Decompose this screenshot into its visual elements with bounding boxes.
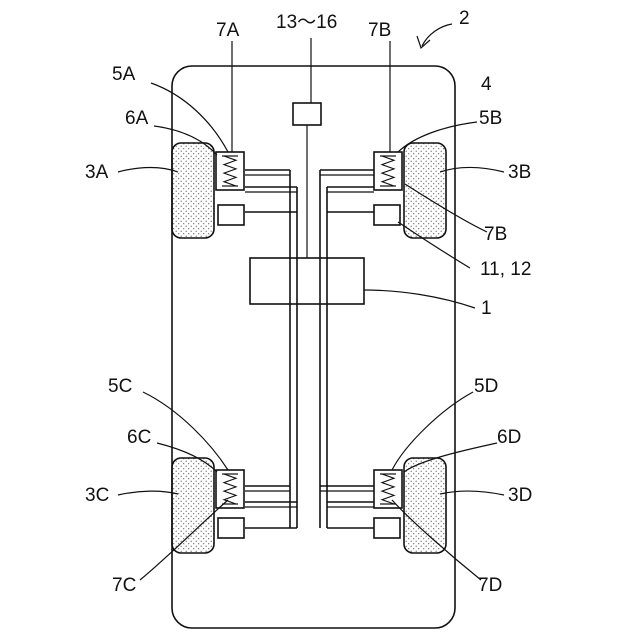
label-sensors: 13～16 — [276, 12, 337, 33]
label-damper-rl: 6C — [127, 427, 151, 448]
wheel-rear-right — [404, 458, 446, 553]
hydraulic-lines — [290, 170, 327, 528]
label-suspension-fr: 5B — [479, 108, 502, 129]
label-spring-rl: 7C — [112, 575, 136, 596]
sensor-box — [293, 103, 321, 125]
label-wheel-fr: 3B — [508, 162, 531, 183]
label-wheel-rr: 3D — [508, 485, 532, 506]
wheel-front-right — [404, 143, 446, 238]
label-wheel-fl: 3A — [85, 162, 109, 183]
label-spring-fl: 7A — [216, 20, 240, 41]
label-damper-rr: 6D — [497, 427, 521, 448]
label-spring-rr: 7D — [478, 575, 502, 596]
suspension-units — [216, 152, 402, 538]
wheel-front-left — [172, 143, 214, 238]
label-body: 4 — [481, 74, 492, 95]
pump-block-rl — [218, 518, 244, 538]
pump-block-rr — [374, 518, 400, 538]
controller-box — [250, 258, 364, 304]
label-suspension-rl: 5C — [108, 376, 132, 397]
label-suspension-rr: 5D — [474, 376, 498, 397]
label-vehicle: 2 — [459, 8, 470, 29]
pump-block-fl — [218, 205, 244, 225]
label-spring-fr: 7B — [368, 20, 391, 41]
pump-block-fr — [374, 205, 400, 225]
label-suspension-fl: 5A — [112, 64, 136, 85]
label-controller: 1 — [481, 298, 492, 319]
label-pump: 11, 12 — [480, 259, 531, 280]
label-spring-fr-lower: 7B — [484, 224, 507, 245]
label-damper-fl: 6A — [125, 108, 149, 129]
label-wheel-rl: 3C — [85, 485, 109, 506]
wheel-rear-left — [172, 458, 214, 553]
